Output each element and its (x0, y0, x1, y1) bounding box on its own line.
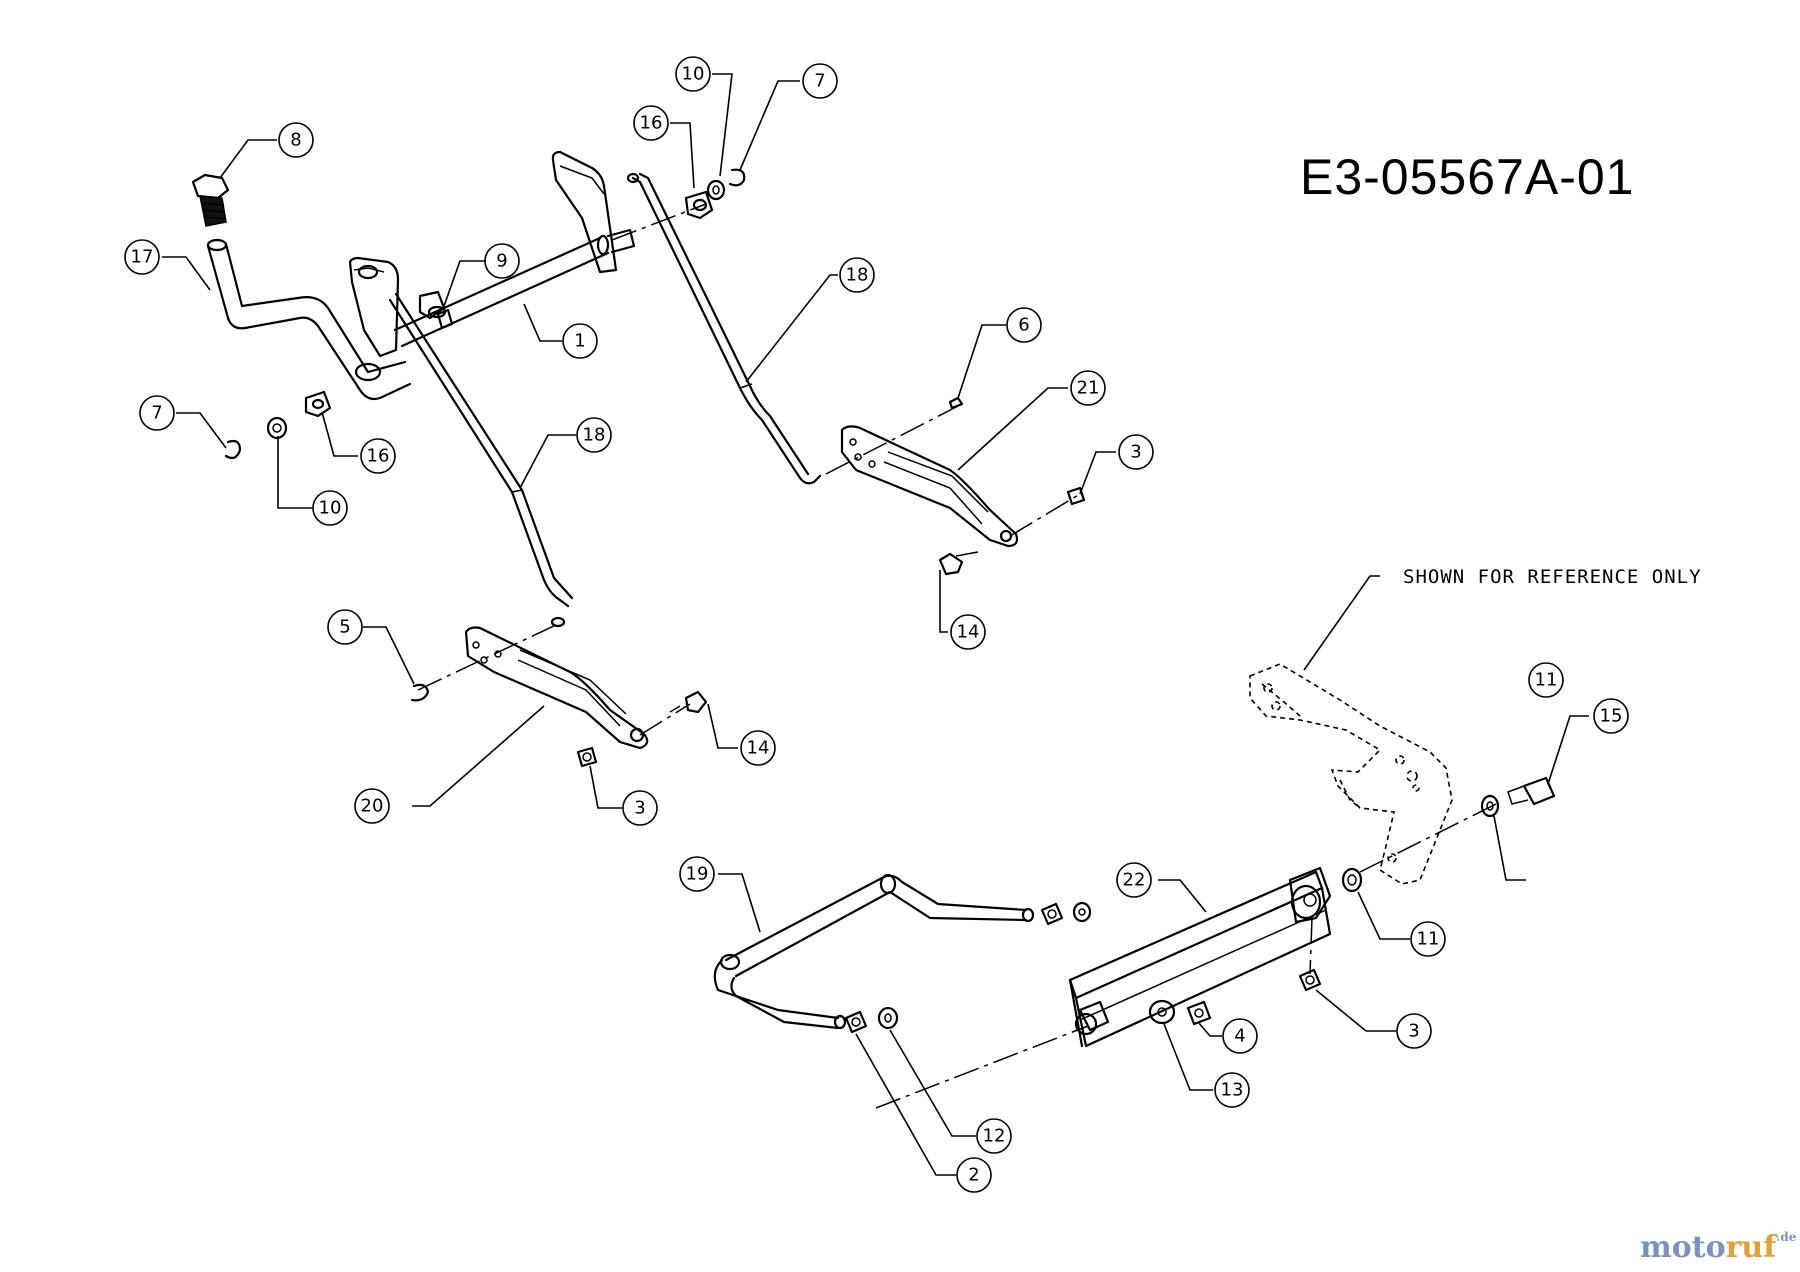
callout-1-label: 1 (574, 331, 585, 352)
callout-4-label: 4 (1234, 1026, 1245, 1047)
callout-11-lower-label: 11 (1417, 929, 1440, 950)
callout-10-upper: 10 (675, 56, 711, 92)
callout-11-lower: 11 (1410, 921, 1446, 957)
callout-14-left: 14 (740, 730, 776, 766)
watermark-suffix: .de (1776, 1230, 1797, 1244)
callout-3-lower: 3 (1396, 1013, 1432, 1049)
link-plate-20 (464, 626, 649, 750)
reference-bracket (1249, 663, 1453, 885)
callout-13: 13 (1214, 1072, 1250, 1108)
callout-18-upper: 18 (839, 257, 875, 293)
reference-note: SHOWN FOR REFERENCE ONLY (1403, 566, 1702, 588)
callout-5: 5 (327, 609, 363, 645)
callout-6-label: 6 (1018, 315, 1029, 336)
callout-10-left: 10 (312, 490, 348, 526)
callouts: 8 17 9 1 16 10 7 18 6 21 3 14 7 10 16 18… (124, 56, 1629, 1193)
drawing-number: E3-05567A-01 (1300, 149, 1635, 205)
callout-7-left-label: 7 (151, 403, 162, 424)
callout-8-label: 8 (290, 130, 301, 151)
callout-12: 12 (976, 1118, 1012, 1154)
callout-11-upper: 11 (1528, 662, 1564, 698)
main-shaft-1 (348, 150, 640, 382)
callout-1: 1 (562, 323, 598, 359)
cross-tube-22 (1068, 866, 1332, 1048)
callout-6: 6 (1006, 307, 1042, 343)
callout-21: 21 (1070, 370, 1106, 406)
callout-2-label: 2 (968, 1165, 979, 1186)
centre-lines (417, 203, 1497, 1109)
callout-14-right-label: 14 (957, 622, 980, 643)
knob-8 (191, 173, 230, 227)
callout-16-upper: 16 (633, 105, 669, 141)
lift-rod-18-right (631, 172, 822, 485)
watermark-logo: motoruf.de (1640, 1230, 1796, 1265)
callout-10-upper-label: 10 (682, 64, 705, 85)
callout-14-right: 14 (950, 614, 986, 650)
callout-14-left-label: 14 (747, 738, 770, 759)
callout-18-lower: 18 (576, 417, 612, 453)
watermark-part2: ruf (1725, 1230, 1777, 1265)
leader-lines (162, 73, 1589, 1176)
callout-20: 20 (354, 788, 390, 824)
callout-15-label: 15 (1600, 706, 1623, 727)
callout-3-upper-label: 3 (1130, 442, 1141, 463)
callout-19-label: 19 (686, 864, 709, 885)
callout-7-left: 7 (139, 395, 175, 431)
callout-3-left-label: 3 (634, 798, 645, 819)
callout-12-label: 12 (983, 1126, 1006, 1147)
callout-15: 15 (1593, 698, 1629, 734)
lift-rod-18-left (388, 292, 574, 628)
callout-13-label: 13 (1221, 1080, 1244, 1101)
callout-9: 9 (484, 243, 520, 279)
callout-3-lower-label: 3 (1408, 1021, 1419, 1042)
callout-5-label: 5 (339, 617, 350, 638)
callout-16-left-label: 16 (367, 446, 390, 467)
callout-20-label: 20 (361, 796, 384, 817)
hardware (224, 168, 1556, 1034)
callout-22: 22 (1116, 862, 1152, 898)
callout-4: 4 (1222, 1018, 1258, 1054)
callout-10-left-label: 10 (319, 498, 342, 519)
callout-7-upper-label: 7 (814, 71, 825, 92)
callout-17-label: 17 (131, 247, 154, 268)
callout-3-left: 3 (622, 790, 658, 826)
callout-3-upper: 3 (1118, 434, 1154, 470)
callout-16-upper-label: 16 (640, 113, 663, 134)
handle-rod-17 (206, 238, 412, 401)
callout-18-lower-label: 18 (583, 425, 606, 446)
callout-11-upper-label: 11 (1535, 670, 1558, 691)
callout-16-left: 16 (360, 438, 396, 474)
callout-9-label: 9 (496, 251, 507, 272)
callout-21-label: 21 (1077, 378, 1100, 399)
callout-2: 2 (956, 1157, 992, 1193)
callout-7-upper: 7 (802, 63, 838, 99)
lower-rod-19 (713, 873, 1035, 1030)
callout-17: 17 (124, 239, 160, 275)
callout-18-upper-label: 18 (846, 265, 869, 286)
callout-8: 8 (278, 122, 314, 158)
callout-19: 19 (679, 856, 715, 892)
link-plate-21 (840, 425, 1019, 548)
callout-22-label: 22 (1123, 870, 1146, 891)
watermark-part1: moto (1640, 1230, 1726, 1265)
